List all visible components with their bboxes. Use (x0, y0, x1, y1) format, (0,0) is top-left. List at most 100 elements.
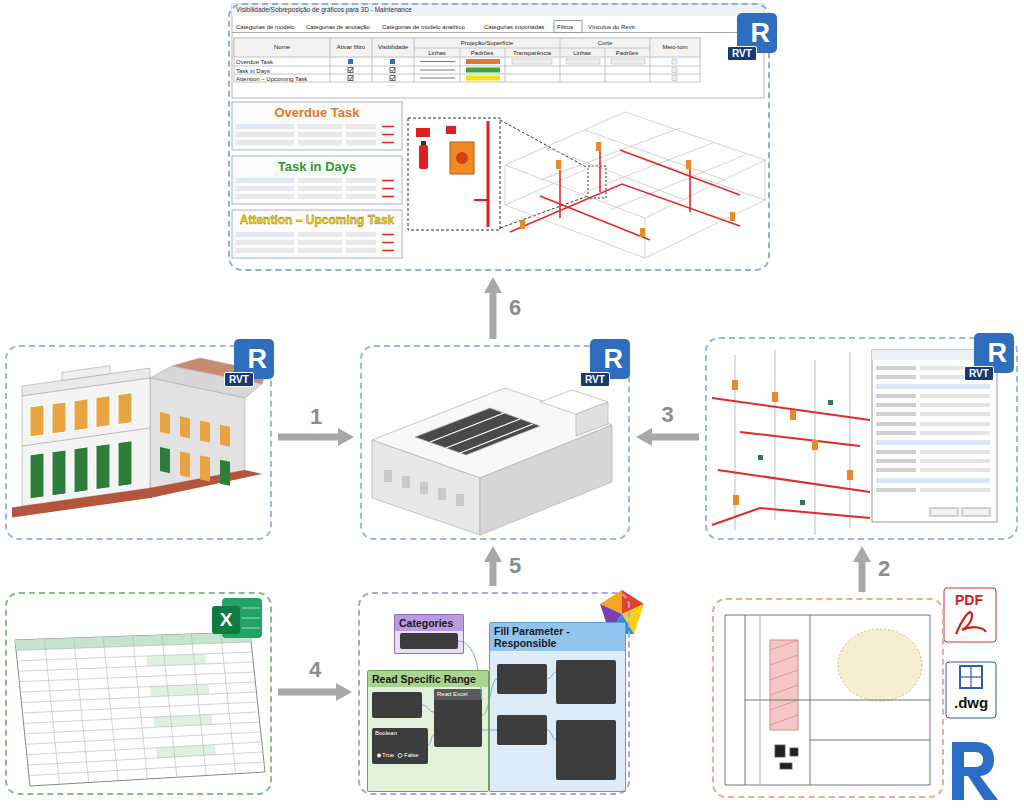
spreadsheet-illustration (242, 608, 260, 628)
revit-dialog (330, 38, 331, 82)
process-arrow (278, 689, 342, 696)
dynamo-graph (398, 754, 402, 758)
heritage-building-model (52, 450, 66, 496)
model-panel: RRVT (705, 337, 1018, 540)
dynamo-graph (556, 660, 616, 704)
mep-wireframe-model (962, 508, 990, 516)
equipment-callout (500, 120, 588, 168)
heritage-building-model (22, 378, 150, 506)
table-header: Linhas (573, 50, 591, 57)
dynamo-graph (497, 664, 547, 694)
filter-heading: Attention – Upcoming Task (240, 214, 394, 227)
step-number: 4 (307, 658, 323, 682)
mep-wireframe-model (712, 350, 997, 535)
isometric-services-drawing (545, 147, 685, 200)
heritage-building-model (74, 399, 88, 431)
dialog-title: Visibilidade/Sobreposição de gráficos pa… (236, 6, 412, 13)
process-arrow (646, 434, 699, 441)
equipment-callout (500, 196, 588, 228)
heritage-building-model (180, 416, 190, 438)
revit-dialog (554, 21, 582, 33)
revit-dialog (414, 38, 415, 82)
revit-dialog (466, 59, 500, 64)
mep-wireframe-model (872, 350, 997, 522)
revit-dialog (348, 59, 353, 64)
pdf-icon (944, 588, 996, 642)
dynamo-graph (489, 622, 626, 792)
node-text: RVT (229, 374, 249, 385)
filter-panel (346, 140, 376, 145)
revit-dialog (512, 59, 677, 81)
building-massing-model (420, 482, 428, 494)
heritage-building-model (96, 444, 110, 490)
heritage-building-model (180, 451, 190, 477)
spreadsheet-illustration (15, 598, 265, 786)
node-text: R (988, 338, 1008, 368)
heritage-building-model (12, 358, 266, 517)
mep-wireframe-model (758, 400, 833, 505)
dialog-tab: Vínculos do Revit (588, 24, 635, 31)
revit-dialog (605, 48, 606, 82)
mep-wireframe-model (876, 403, 916, 407)
dialog-tab: Categorias de modelo analítico (382, 24, 465, 31)
sheet-cell (153, 714, 213, 727)
revit-dialog (672, 59, 677, 64)
dialog-tab: Categorias de modelo (236, 24, 295, 31)
mep-wireframe-model (732, 380, 853, 505)
filter-row-name: Overdue Task (236, 59, 273, 66)
isometric-services-drawing (559, 170, 561, 218)
process-arrow (859, 556, 866, 592)
dynamo-graph (497, 715, 547, 745)
spreadsheet-illustration (15, 632, 265, 786)
sheet-gridline (221, 633, 236, 774)
isometric-services-drawing (730, 212, 735, 221)
node-text: Fill Parameter - Responsible (494, 625, 570, 649)
filter-row-name: Task in Days (236, 68, 270, 75)
heritage-building-model (30, 405, 44, 437)
step-number: 5 (507, 554, 523, 578)
revit-dialog (234, 66, 700, 67)
mep-wireframe-model (876, 394, 916, 398)
spreadsheet-illustration (242, 628, 260, 629)
dynamo-graph (556, 720, 616, 780)
node-text: R (751, 18, 771, 48)
dynamo-graph (372, 692, 422, 718)
table-header: Corte (598, 40, 613, 47)
revit-dialog (234, 38, 700, 82)
revit-dialog (232, 4, 764, 98)
heritage-building-model (220, 460, 230, 486)
rvt-tag: RVT (727, 46, 757, 61)
revit-dialog (420, 62, 455, 79)
heritage-building-model (30, 453, 44, 499)
mep-wireframe-model (718, 470, 870, 492)
sheet-gridline (103, 637, 118, 781)
dynamo-option: True (382, 752, 394, 759)
drawings-panel: PDF.dwg (712, 598, 944, 798)
spreadsheet-illustration (242, 608, 260, 609)
mep-wireframe-model (920, 403, 990, 407)
mep-wireframe-model (920, 394, 990, 398)
table-header: Nome (274, 44, 290, 51)
revit-dialog (650, 38, 651, 82)
mep-wireframe-model (790, 410, 796, 420)
filter-panel (232, 210, 402, 258)
node-text: .dwg (954, 694, 988, 711)
building-massing-model (438, 488, 446, 500)
heritage-building-model (220, 425, 230, 447)
table-header: Visibilidade (378, 44, 408, 51)
heritage-building-model (200, 421, 210, 443)
revit-dialog (232, 4, 764, 98)
revit-dialog (234, 38, 700, 57)
isometric-services-drawing (505, 152, 765, 258)
dynamo-panel: CategoriesRead Specific RangeFill Parame… (358, 592, 630, 795)
isometric-services-drawing (505, 165, 506, 205)
filter-heading: Overdue Task (274, 106, 359, 120)
floor-plan-drawing (770, 640, 798, 725)
revit-dialog (566, 59, 600, 64)
filter-panel (298, 140, 342, 145)
mep-wireframe-model (876, 384, 990, 389)
mep-wireframe-model (847, 470, 853, 480)
floor-plan-drawing (780, 763, 792, 769)
isometric-services-drawing (575, 142, 715, 196)
